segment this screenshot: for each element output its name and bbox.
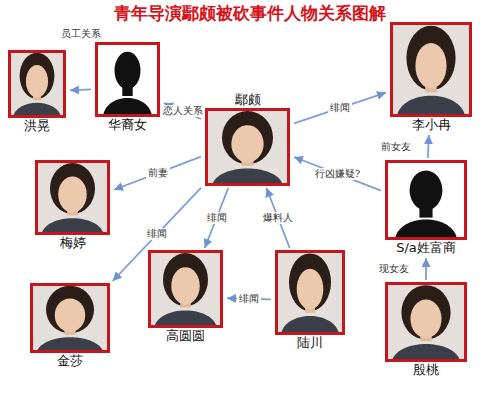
photo-frame [205,108,290,186]
relation-arrow [205,188,229,248]
photo-frame [385,160,467,240]
person-name: 洪晃 [6,118,68,134]
person-name: 李小冉 [388,117,474,133]
relation-arrow [294,93,386,124]
portrait-photo [385,282,467,362]
portrait-photo [148,250,223,328]
relation-arrow [114,157,201,190]
person-name: 鄢颇 [203,92,292,108]
photo-frame [390,22,472,117]
portrait-photo [8,50,66,118]
person-name: 金莎 [28,353,112,369]
relation-label: 爆料人 [261,212,295,224]
relation-arrow [70,89,91,90]
relation-label: 前女友 [379,141,413,153]
person-card: 殷桃 [383,282,469,378]
portrait-photo [30,283,110,353]
relation-label: 绯闻 [205,212,229,224]
person-name: 梅婷 [33,235,112,251]
portrait-photo [390,22,472,117]
photo-frame [385,282,467,362]
portrait-photo [205,108,290,186]
person-name: 陆川 [273,335,347,351]
relation-label: 绯闻 [145,228,169,240]
relation-arrow [425,258,427,280]
relation-label: 绯闻 [237,293,261,305]
photo-frame [148,250,223,328]
relation-label: 现女友 [377,263,411,275]
person-card: 华裔女 [93,42,162,133]
relation-label: 前妻 [146,167,170,179]
silhouette-photo [385,160,467,240]
photo-frame [95,42,160,117]
person-name: S/a姓富商 [383,240,469,256]
relation-label: 行凶嫌疑? [313,168,362,180]
relation-arrow [294,157,381,191]
photo-frame [275,250,345,335]
portrait-photo [275,250,345,335]
relation-arrow [427,135,430,158]
relation-label: 员工关系 [59,28,103,40]
portrait-photo [35,160,110,235]
person-card: 高圆圆 [146,250,225,344]
person-card: 金莎 [28,283,112,369]
person-card: 梅婷 [33,160,112,251]
person-name: 华裔女 [93,117,162,133]
person-name: 殷桃 [383,362,469,378]
silhouette-photo [95,42,160,117]
photo-frame [8,50,66,118]
relation-arrow [113,188,201,281]
person-card: 李小冉 [388,22,474,133]
relation-label: 绯闻 [328,102,352,114]
person-card: S/a姓富商 [383,160,469,256]
relation-label: 恋人关系 [161,105,205,117]
person-card: 洪晃 [6,50,68,134]
photo-frame [35,160,110,235]
person-card: 陆川 [273,250,347,351]
person-name: 高圆圆 [146,328,225,344]
person-card: 鄢颇 [203,92,292,186]
photo-frame [30,283,110,353]
